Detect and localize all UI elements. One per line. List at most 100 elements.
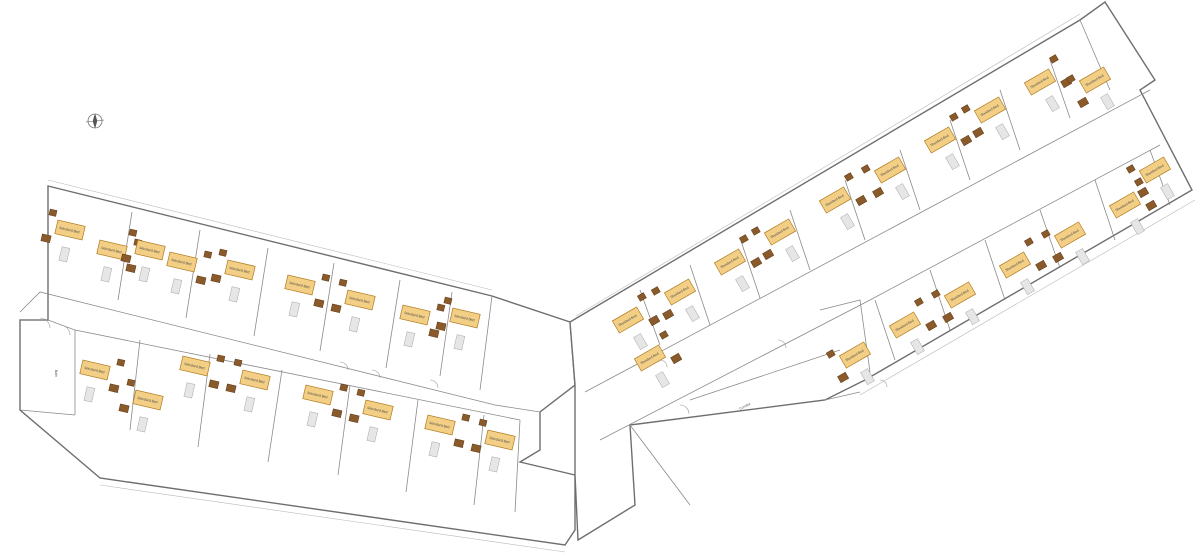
bed-label: Standard Bed [139,246,160,255]
bed-label: Standard Bed [349,296,370,305]
bed [923,126,957,154]
bed [1138,156,1172,184]
chair [658,330,669,340]
desk [118,403,130,414]
bed [1078,66,1112,94]
desk [972,126,985,139]
chair [948,112,959,122]
chair [650,286,661,296]
corridor-label: Corridor [739,401,753,411]
chair [738,234,749,244]
bathroom-fixture [633,333,648,351]
desk [750,256,763,269]
bathroom-fixture [83,386,96,403]
bed [179,355,211,377]
room-furniture: Standard Bed [1040,221,1090,266]
bed [54,219,86,241]
chair [203,250,213,259]
bathroom-fixture [453,334,466,351]
bathroom-fixture [366,426,379,443]
desk [1137,186,1150,199]
bed-label: Standard Bed [171,258,192,267]
room-furniture: Standard Bed [435,296,481,351]
desk [837,371,850,384]
desk [108,383,120,393]
desk [942,311,955,324]
bed-label: Standard Bed [244,376,265,385]
bathroom-fixture [1045,95,1060,113]
bed-label: Standard Bed [101,246,122,255]
bathroom-fixture [136,416,149,433]
bathroom-fixture [995,123,1010,141]
chair [913,297,924,307]
desk [648,314,661,327]
left-corridor [19,291,541,421]
bed-label: Standard Bed [454,314,475,323]
bed-label: Standard Bed [289,281,310,290]
bed [1108,191,1142,219]
room-furniture: Standard Bed [330,278,376,333]
desk [1145,199,1158,212]
chair [960,104,971,114]
chair [443,296,453,305]
room-furniture: Standard Bed [818,172,868,231]
chair [1023,237,1034,247]
right-wing [569,1,1196,542]
desk [872,186,885,199]
bathroom-fixture [1130,218,1145,236]
right-wing-outline [569,1,1193,542]
room-furniture: Standard Bed [40,208,86,263]
room-furniture: Standard Bed [1023,54,1073,113]
room-furniture: Standard Bed [179,354,226,399]
bed [166,251,198,273]
room-furniture: Standard Bed [284,273,331,318]
bathroom-fixture [100,266,113,283]
chair [48,208,58,217]
bathroom-fixture [138,266,151,283]
bathroom-fixture [403,331,416,348]
room-furniture: Standard Bed [225,358,271,413]
room-furniture: Standard Bed [713,234,763,293]
chair [1065,74,1076,84]
bed [362,399,394,421]
bed-label: Standard Bed [137,396,158,405]
bed-label: Standard Bed [229,266,250,275]
desk [855,194,868,207]
bed [449,307,481,329]
desk [348,413,360,424]
bathroom-fixture [228,286,241,303]
desk [40,233,52,244]
chair [128,228,138,237]
bathroom-fixture [785,245,800,263]
bed [611,306,645,334]
room-furniture: Standard Bed [96,238,143,283]
bathroom-fixture [860,368,875,386]
bathroom-fixture [306,411,319,428]
chair [636,292,647,302]
desk [762,248,775,261]
bed [1023,68,1057,96]
chair [1133,177,1144,187]
bed [633,344,667,372]
bed [134,239,166,261]
chair [860,164,871,174]
room-furniture: Standard Bed [399,303,446,348]
room-furniture: Standard Bed [998,237,1048,296]
bed [713,248,747,276]
room-furniture: Standard Bed [923,112,973,171]
room-furniture: Standard Bed [166,250,213,295]
chair [461,413,471,422]
room-furniture: Standard Bed [120,228,166,283]
bed-label: Standard Bed [489,436,510,445]
desk [670,352,683,365]
north-arrow-icon [85,113,105,129]
bed [399,304,431,326]
chair [233,358,243,367]
bed [344,289,376,311]
room-furniture: Standard Bed [1125,156,1175,201]
bed [96,239,128,261]
chair [930,289,941,299]
bed [818,186,852,214]
chair [216,354,226,363]
